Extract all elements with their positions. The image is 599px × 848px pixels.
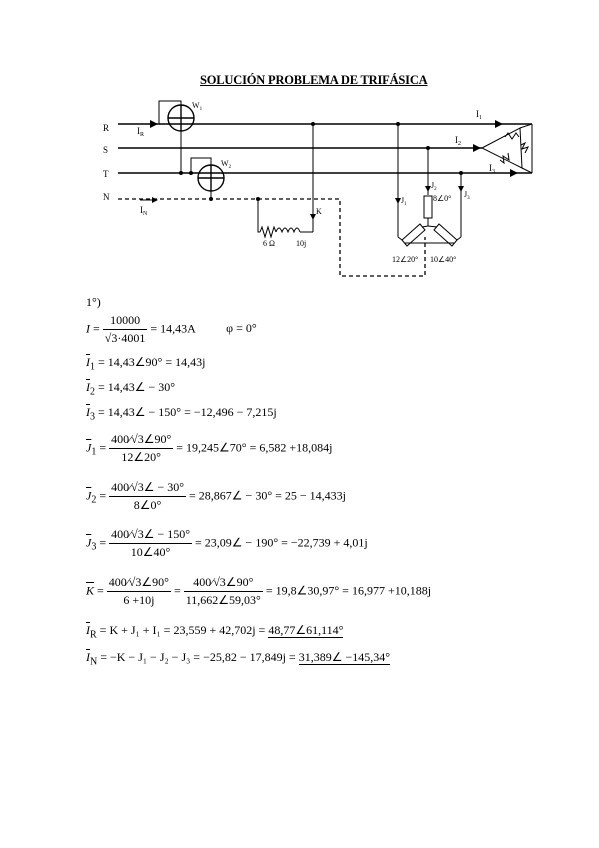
eq-j2-num: 400∕√3∠ − 30° bbox=[109, 480, 187, 497]
eq-line-i2: I2 = 14,43∠ − 30° bbox=[86, 380, 176, 398]
eq-i3: = 14,43∠ − 150° = −12,496 − 7,215j bbox=[98, 405, 277, 419]
eq-i1: = 14,43∠90° = 14,43j bbox=[98, 355, 206, 369]
eq-line-j1: J1 = 400∕√3∠90°12∠20° = 19,245∠70° = 6,5… bbox=[86, 432, 333, 464]
current-label-ir: IR bbox=[137, 126, 144, 138]
current-label-i2: I2 bbox=[455, 135, 461, 147]
eq-k-num2: 400∕√3∠90° bbox=[183, 575, 263, 592]
eq-ir-answer: 48,77∠61,114° bbox=[268, 623, 344, 638]
impedance-z2-label: 8∠0° bbox=[433, 194, 451, 203]
eq-k-den: 6 +10j bbox=[123, 593, 155, 607]
k-label: K bbox=[316, 207, 322, 216]
eq-line-j2: J2 = 400∕√3∠ − 30°8∠0° = 28,867∠ − 30° =… bbox=[86, 480, 346, 512]
resistor-label: 6 Ω bbox=[263, 239, 275, 248]
eq-i-num: 10000 bbox=[102, 313, 148, 330]
line-label-s: S bbox=[103, 145, 108, 155]
eq-j3-num: 400∕√3∠ − 150° bbox=[109, 527, 193, 544]
eq-phi: φ = 0° bbox=[226, 321, 257, 336]
eq-line-i3: I3 = 14,43∠ − 150° = −12,496 − 7,215j bbox=[86, 405, 277, 423]
current-label-i1: I1 bbox=[476, 109, 482, 121]
eq-i-den: √3·4001 bbox=[104, 331, 146, 345]
delta-current-j1: J1 bbox=[401, 196, 407, 207]
delta-current-j3: J3 bbox=[464, 190, 470, 201]
line-label-r: R bbox=[103, 123, 109, 133]
eq-line-k: K = 400∕√3∠90°6 +10j = 400∕√3∠90°11,662∠… bbox=[86, 575, 432, 607]
eq-k-res: = 19,8∠30,97° = 16,977 +10,188j bbox=[265, 583, 432, 598]
wattmeter-1-label: W1 bbox=[192, 101, 203, 112]
eq-j1-res: = 19,245∠70° = 6,582 +18,084j bbox=[176, 440, 333, 455]
eq-j3-res: = 23,09∠ − 190° = −22,739 + 4,01j bbox=[195, 535, 368, 550]
eq-line-j3: J3 = 400∕√3∠ − 150°10∠40° = 23,09∠ − 190… bbox=[86, 527, 368, 559]
eq-j3-den: 10∠40° bbox=[130, 545, 171, 559]
delta-current-j2: J2 bbox=[431, 181, 437, 192]
page-title: SOLUCIÓN PROBLEMA DE TRIFÁSICA bbox=[200, 73, 428, 87]
eq-j2-res: = 28,867∠ − 30° = 25 − 14,433j bbox=[189, 488, 346, 503]
current-label-i3: I3 bbox=[489, 163, 495, 175]
line-label-t: T bbox=[103, 169, 109, 179]
eq-j2-den: 8∠0° bbox=[133, 498, 162, 512]
current-label-in: IN bbox=[140, 205, 148, 217]
eq-line-ir: IR = K + J₁ + I₁ = 23,559 + 42,702j = 48… bbox=[86, 623, 344, 641]
line-label-n: N bbox=[103, 192, 110, 202]
eq-i2: = 14,43∠ − 30° bbox=[98, 380, 176, 394]
impedance-z1-label: 12∠20° bbox=[392, 255, 418, 264]
eq-k-num: 400∕√3∠90° bbox=[106, 575, 171, 592]
eq-line-current: I = 10000√3·4001 = 14,43A φ = 0° bbox=[86, 313, 257, 345]
wattmeter-2-label: W2 bbox=[221, 159, 232, 170]
eq-i-res: = 14,43A bbox=[150, 321, 196, 336]
eq-in-mid: = −K − J₁ − J₂ − J₃ = −25,82 − 17,849j = bbox=[100, 650, 299, 664]
eq-j1-den: 12∠20° bbox=[121, 450, 161, 464]
eq-k-den2: 11,662∠59,03° bbox=[185, 593, 261, 607]
eq-j1-num: 400∕√3∠90° bbox=[109, 432, 174, 449]
impedance-z3-label: 10∠40° bbox=[430, 255, 456, 264]
section-label: 1°) bbox=[86, 295, 101, 309]
circuit-diagram: R S T N IR IN W1 W2 K 6 Ω 10j bbox=[103, 100, 533, 277]
eq-in-answer: 31,389∠ −145,34° bbox=[298, 650, 391, 665]
eq-line-in: IN = −K − J₁ − J₂ − J₃ = −25,82 − 17,849… bbox=[86, 650, 391, 668]
eq-ir-mid: = K + J₁ + I₁ = 23,559 + 42,702j = bbox=[99, 623, 269, 637]
eq-line-i1: I1 = 14,43∠90° = 14,43j bbox=[86, 355, 206, 373]
inductor-label: 10j bbox=[296, 239, 306, 248]
